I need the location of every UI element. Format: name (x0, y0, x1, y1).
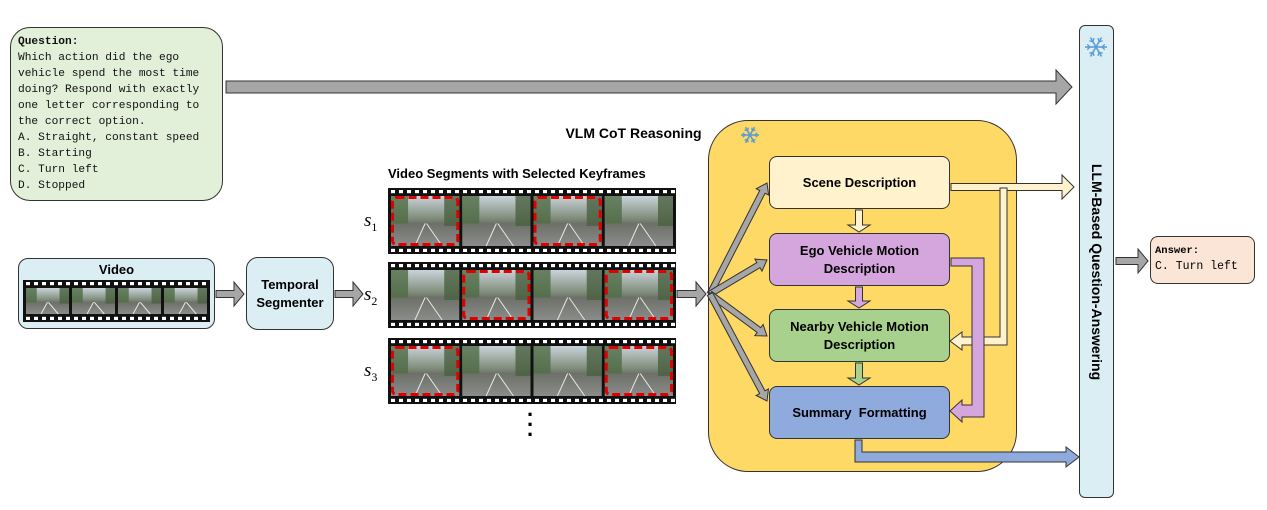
keyframe-thumbnail (164, 288, 207, 315)
keyframe-thumbnail (604, 346, 673, 397)
segment-label-s2: s2 (364, 284, 378, 308)
fan-arrow-4 (706, 291, 770, 402)
nearby-to-summary-arrow (846, 362, 872, 386)
question-line: the correct option. (18, 116, 146, 128)
segments-to-vlm-arrow (676, 280, 707, 308)
question-box: Question: Which action did the ego vehic… (10, 27, 223, 201)
keyframe-thumbnail (391, 346, 460, 397)
question-title: Question: (18, 36, 79, 48)
option-d: D. Stopped (18, 180, 86, 192)
option-a: A. Straight, constant speed (18, 132, 200, 144)
temporal-segmenter-label: Temporal Segmenter (256, 276, 324, 310)
nearby-motion-label: Nearby Vehicle Motion Description (790, 318, 929, 352)
keyframe-thumbnail (604, 270, 673, 321)
question-line: vehicle spend the most time (18, 68, 200, 80)
keyframe-thumbnail (391, 270, 460, 321)
nearby-motion-box: Nearby Vehicle Motion Description (769, 309, 950, 362)
segment-label-s3: s3 (364, 360, 378, 384)
keyframe-thumbnail (462, 346, 531, 397)
ego-to-summary-arrow (949, 257, 985, 424)
video-to-segmenter-arrow (215, 280, 245, 308)
keyframe-thumbnail (604, 196, 673, 247)
keyframe-thumbnail (533, 196, 602, 247)
summary-formatting-label: Summary Formatting (792, 404, 927, 420)
scene-to-ego-arrow (846, 209, 872, 233)
vlm-title: VLM CoT Reasoning (565, 125, 702, 141)
ego-to-nearby-arrow (846, 286, 872, 309)
question-line: doing? Respond with exactly (18, 84, 200, 96)
snowflake-icon (741, 126, 759, 144)
keyframe-thumbnail (391, 196, 460, 247)
film-strips (23, 188, 676, 404)
keyframe-thumbnail (118, 288, 161, 315)
segments-title: Video Segments with Selected Keyframes (388, 166, 646, 181)
keyframe-thumbnail (462, 270, 531, 321)
video-film-strip (23, 280, 210, 322)
segmenter-to-segments-arrow (334, 280, 364, 308)
keyframe-thumbnail (462, 196, 531, 247)
flow-arrows (215, 68, 1149, 469)
keyframe-thumbnail (72, 288, 115, 315)
fan-arrow-1 (706, 182, 770, 297)
keyframe-thumbnail (533, 346, 602, 397)
answer-value: C. Turn left (1155, 260, 1238, 273)
ego-motion-label: Ego Vehicle Motion Description (799, 242, 920, 276)
scene-description-label: Scene Description (802, 174, 917, 190)
video-title: Video (98, 262, 135, 277)
fan-arrow-3 (707, 290, 768, 337)
summary-to-llm-arrow (854, 439, 1080, 469)
keyframe-thumbnail (26, 288, 69, 315)
temporal-segmenter-box: Temporal Segmenter (246, 257, 334, 330)
keyframe-highlight (391, 196, 460, 246)
scene-description-box: Scene Description (769, 156, 950, 209)
segment-label-s1: s1 (364, 210, 378, 234)
snowflake-icon (1085, 37, 1107, 57)
more-segments-ellipsis: . . . (527, 396, 534, 441)
keyframe-thumbnail (533, 270, 602, 321)
llm-to-answer-arrow (1115, 247, 1149, 275)
summary-formatting-box: Summary Formatting (769, 386, 950, 439)
scene-to-llm-arrow (950, 173, 1075, 201)
option-c: C. Turn left (18, 164, 99, 176)
answer-title: Answer: (1155, 245, 1200, 257)
keyframe-highlight (391, 346, 460, 396)
keyframe-highlight (462, 270, 531, 320)
keyframe-highlight (533, 196, 602, 246)
question-line: one letter corresponding to (18, 100, 200, 112)
ego-motion-box: Ego Vehicle Motion Description (769, 233, 950, 286)
segment-film-strip-2 (388, 262, 676, 328)
llm-qa-column (1079, 25, 1114, 498)
option-b: B. Starting (18, 148, 92, 160)
snowflake-icons (741, 37, 1107, 144)
question-to-llm-arrow (225, 68, 1073, 106)
fan-arrow-2 (707, 258, 768, 298)
keyframe-highlight (604, 346, 673, 396)
question-line: Which action did the ego (18, 52, 180, 64)
segment-film-strip-1 (388, 188, 676, 254)
segment-film-strip-3 (388, 338, 676, 404)
answer-box: Answer: C. Turn left (1150, 236, 1255, 284)
keyframe-highlight (604, 270, 673, 320)
